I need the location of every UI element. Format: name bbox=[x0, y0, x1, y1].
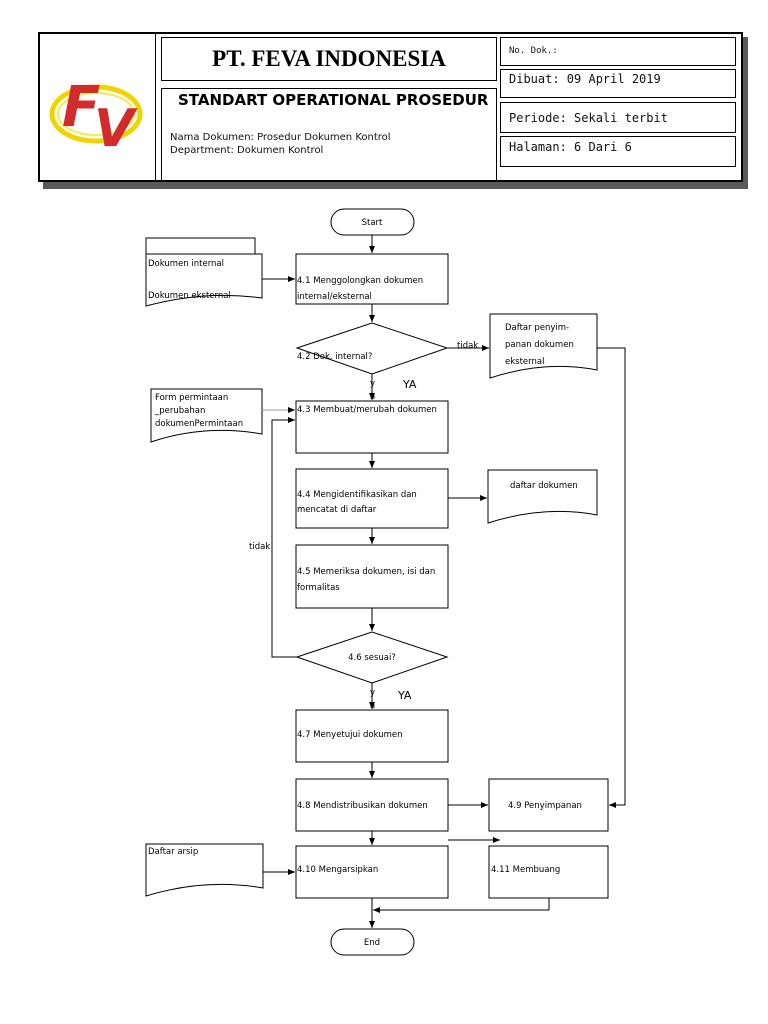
doc-shape-daftar-penyimpanan bbox=[489, 313, 598, 379]
ya-b-label-2: a bbox=[370, 701, 375, 711]
start-label: Start bbox=[362, 218, 383, 228]
daftar-simpan-line3: eksternal bbox=[505, 357, 544, 367]
decision-4-2 bbox=[295, 322, 449, 375]
decision-4-2-label: 4.2 Dok. internal? bbox=[297, 352, 372, 362]
ya-a-label-2: y bbox=[370, 688, 375, 698]
doc-shape-form-permintaan bbox=[150, 388, 263, 443]
daftar-dokumen-label: daftar dokumen bbox=[510, 481, 578, 491]
daftar-simpan-line1: Daftar penyim- bbox=[505, 323, 569, 333]
step-4-4-box bbox=[295, 468, 449, 529]
step-4-3-label: 4.3 Membuat/merubah dokumen bbox=[297, 405, 437, 415]
doc-shape-daftar-dokumen bbox=[487, 469, 598, 524]
logo-cell: F V bbox=[40, 34, 156, 180]
step-4-4-line2: mencatat di daftar bbox=[297, 505, 377, 515]
ya-label-1: YA bbox=[402, 378, 417, 391]
logo-ring-inner bbox=[57, 92, 135, 136]
step-4-7-label: 4.7 Menyetujui dokumen bbox=[297, 730, 403, 740]
step-4-8-box bbox=[295, 778, 449, 832]
arrow-4-6-tidak-loop bbox=[271, 417, 297, 658]
ya-label-2: YA bbox=[397, 689, 412, 702]
step-4-11-label: 4.11 Membuang bbox=[491, 865, 560, 875]
step-4-1-box bbox=[295, 253, 449, 305]
logo-letter-v: V bbox=[94, 99, 138, 159]
logo-ring-outer bbox=[49, 84, 143, 144]
dibuat-field: Dibuat: 09 April 2019 bbox=[500, 69, 736, 98]
doc-shape-daftar-arsip bbox=[145, 843, 264, 897]
step-4-4-line1: 4.4 Mengidentifikasikan dan bbox=[297, 490, 417, 500]
arrow-penyimpanan-to-4-9 bbox=[597, 347, 626, 808]
end-label: End bbox=[364, 938, 380, 948]
daftar-arsip-label: Daftar arsip bbox=[148, 847, 198, 857]
doc-internal-label: Dokumen internal bbox=[148, 259, 224, 269]
arrow-4-11-to-end bbox=[373, 898, 550, 913]
document-header: F V PT. FEVA INDONESIA STANDART OPERATIO… bbox=[38, 32, 743, 182]
doc-department: Department: Dokumen Kontrol bbox=[170, 145, 324, 156]
step-4-10-box bbox=[295, 845, 449, 899]
step-4-10-label: 4.10 Mengarsipkan bbox=[297, 865, 378, 875]
company-logo: F V bbox=[49, 75, 143, 159]
step-4-5-line1: 4.5 Memeriksa dokumen, isi dan bbox=[297, 567, 435, 577]
step-4-5-box bbox=[295, 544, 449, 609]
company-name: PT. FEVA INDONESIA bbox=[161, 37, 497, 81]
halaman-field: Halaman: 6 Dari 6 bbox=[500, 136, 736, 167]
logo-letter-f: F bbox=[62, 75, 100, 140]
document-info-box: STANDART OPERATIONAL PROSEDUR Nama Dokum… bbox=[161, 88, 497, 182]
doc-shape-eksternal bbox=[145, 253, 263, 307]
step-4-1-line1: 4.1 Menggolongkan dokumen bbox=[297, 276, 423, 286]
decision-4-6 bbox=[295, 631, 449, 684]
periode-field: Periode: Sekali terbit bbox=[500, 102, 736, 133]
no-dok-field: No. Dok.: bbox=[500, 37, 736, 66]
step-4-3-box bbox=[295, 400, 449, 454]
doc-type-title: STANDART OPERATIONAL PROSEDUR bbox=[178, 91, 489, 109]
doc-name: Nama Dokumen: Prosedur Dokumen Kontrol bbox=[170, 132, 391, 143]
step-4-9-box bbox=[488, 778, 609, 832]
end-terminal bbox=[330, 928, 415, 956]
step-4-9-label: 4.9 Penyimpanan bbox=[508, 801, 582, 811]
tidak-label-1: tidak bbox=[457, 341, 478, 351]
form-line2: _perubahan bbox=[154, 406, 205, 416]
tidak-label-2: tidak bbox=[249, 542, 270, 552]
step-4-1-line2: internal/eksternal bbox=[297, 292, 372, 302]
step-4-7-box bbox=[295, 709, 449, 763]
step-4-11-box bbox=[488, 845, 609, 899]
step-4-8-label: 4.8 Mendistribusikan dokumen bbox=[297, 801, 428, 811]
step-4-5-line2: formalitas bbox=[297, 583, 340, 593]
doc-eksternal-label: Dokumen eksternal bbox=[148, 291, 231, 301]
ya-b-label-1: a bbox=[370, 392, 375, 402]
ya-a-label-1: y bbox=[370, 379, 375, 389]
form-line1: Form permintaan bbox=[155, 393, 228, 403]
form-line3: dokumenPermintaan bbox=[155, 419, 243, 429]
decision-4-6-label: 4.6 sesuai? bbox=[348, 653, 396, 663]
daftar-simpan-line2: panan dokumen bbox=[505, 340, 574, 350]
